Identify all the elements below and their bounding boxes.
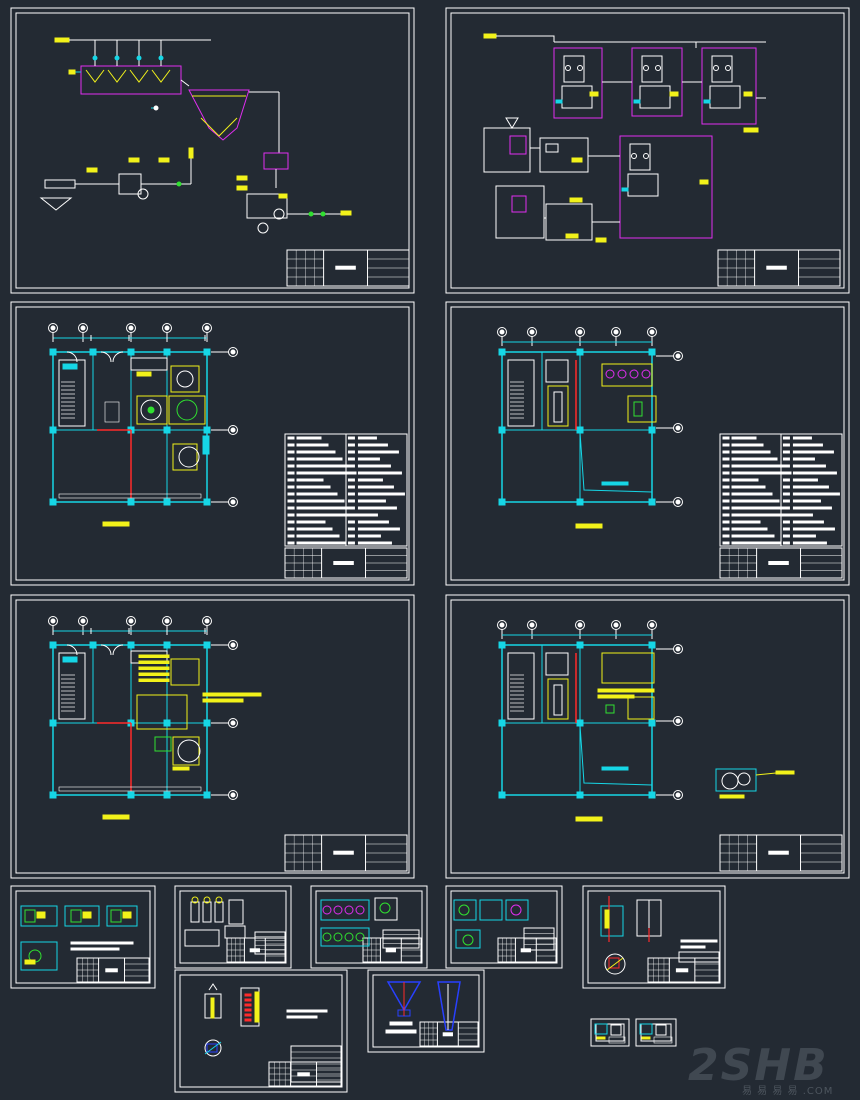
sheet-detail-2 xyxy=(174,885,292,969)
sheet-detail-3 xyxy=(310,885,428,969)
title-block xyxy=(717,249,841,287)
sheet-detail-1 xyxy=(10,885,156,989)
watermark-subtext: 易 易 易 易 .COM xyxy=(742,1086,834,1097)
title-block xyxy=(286,249,410,287)
sheet-mini-2 xyxy=(635,1018,677,1047)
title-block xyxy=(226,937,286,963)
title-block xyxy=(284,547,408,579)
sheet-floor-plan-2b xyxy=(445,594,850,879)
sheet-detail-7 xyxy=(367,969,485,1053)
sheet-mini-1 xyxy=(590,1018,630,1047)
watermark-logo: 2SHB xyxy=(688,1040,829,1091)
sheet-floor-plan-1a xyxy=(10,301,415,586)
sheet-process-flow-b xyxy=(445,7,850,294)
sheet-detail-6 xyxy=(174,969,348,1093)
sheet-process-flow-a xyxy=(10,7,415,294)
sheet-floor-plan-1b xyxy=(445,301,850,586)
equipment-table xyxy=(284,433,408,547)
title-block xyxy=(76,957,150,983)
title-block xyxy=(719,547,843,579)
title-block xyxy=(284,834,408,872)
sheet-detail-5 xyxy=(582,885,726,989)
title-block xyxy=(419,1021,479,1047)
title-block xyxy=(362,937,422,963)
sheet-detail-4 xyxy=(445,885,563,969)
title-block xyxy=(719,834,843,872)
sheet-floor-plan-2a xyxy=(10,594,415,879)
equipment-table xyxy=(719,433,843,547)
